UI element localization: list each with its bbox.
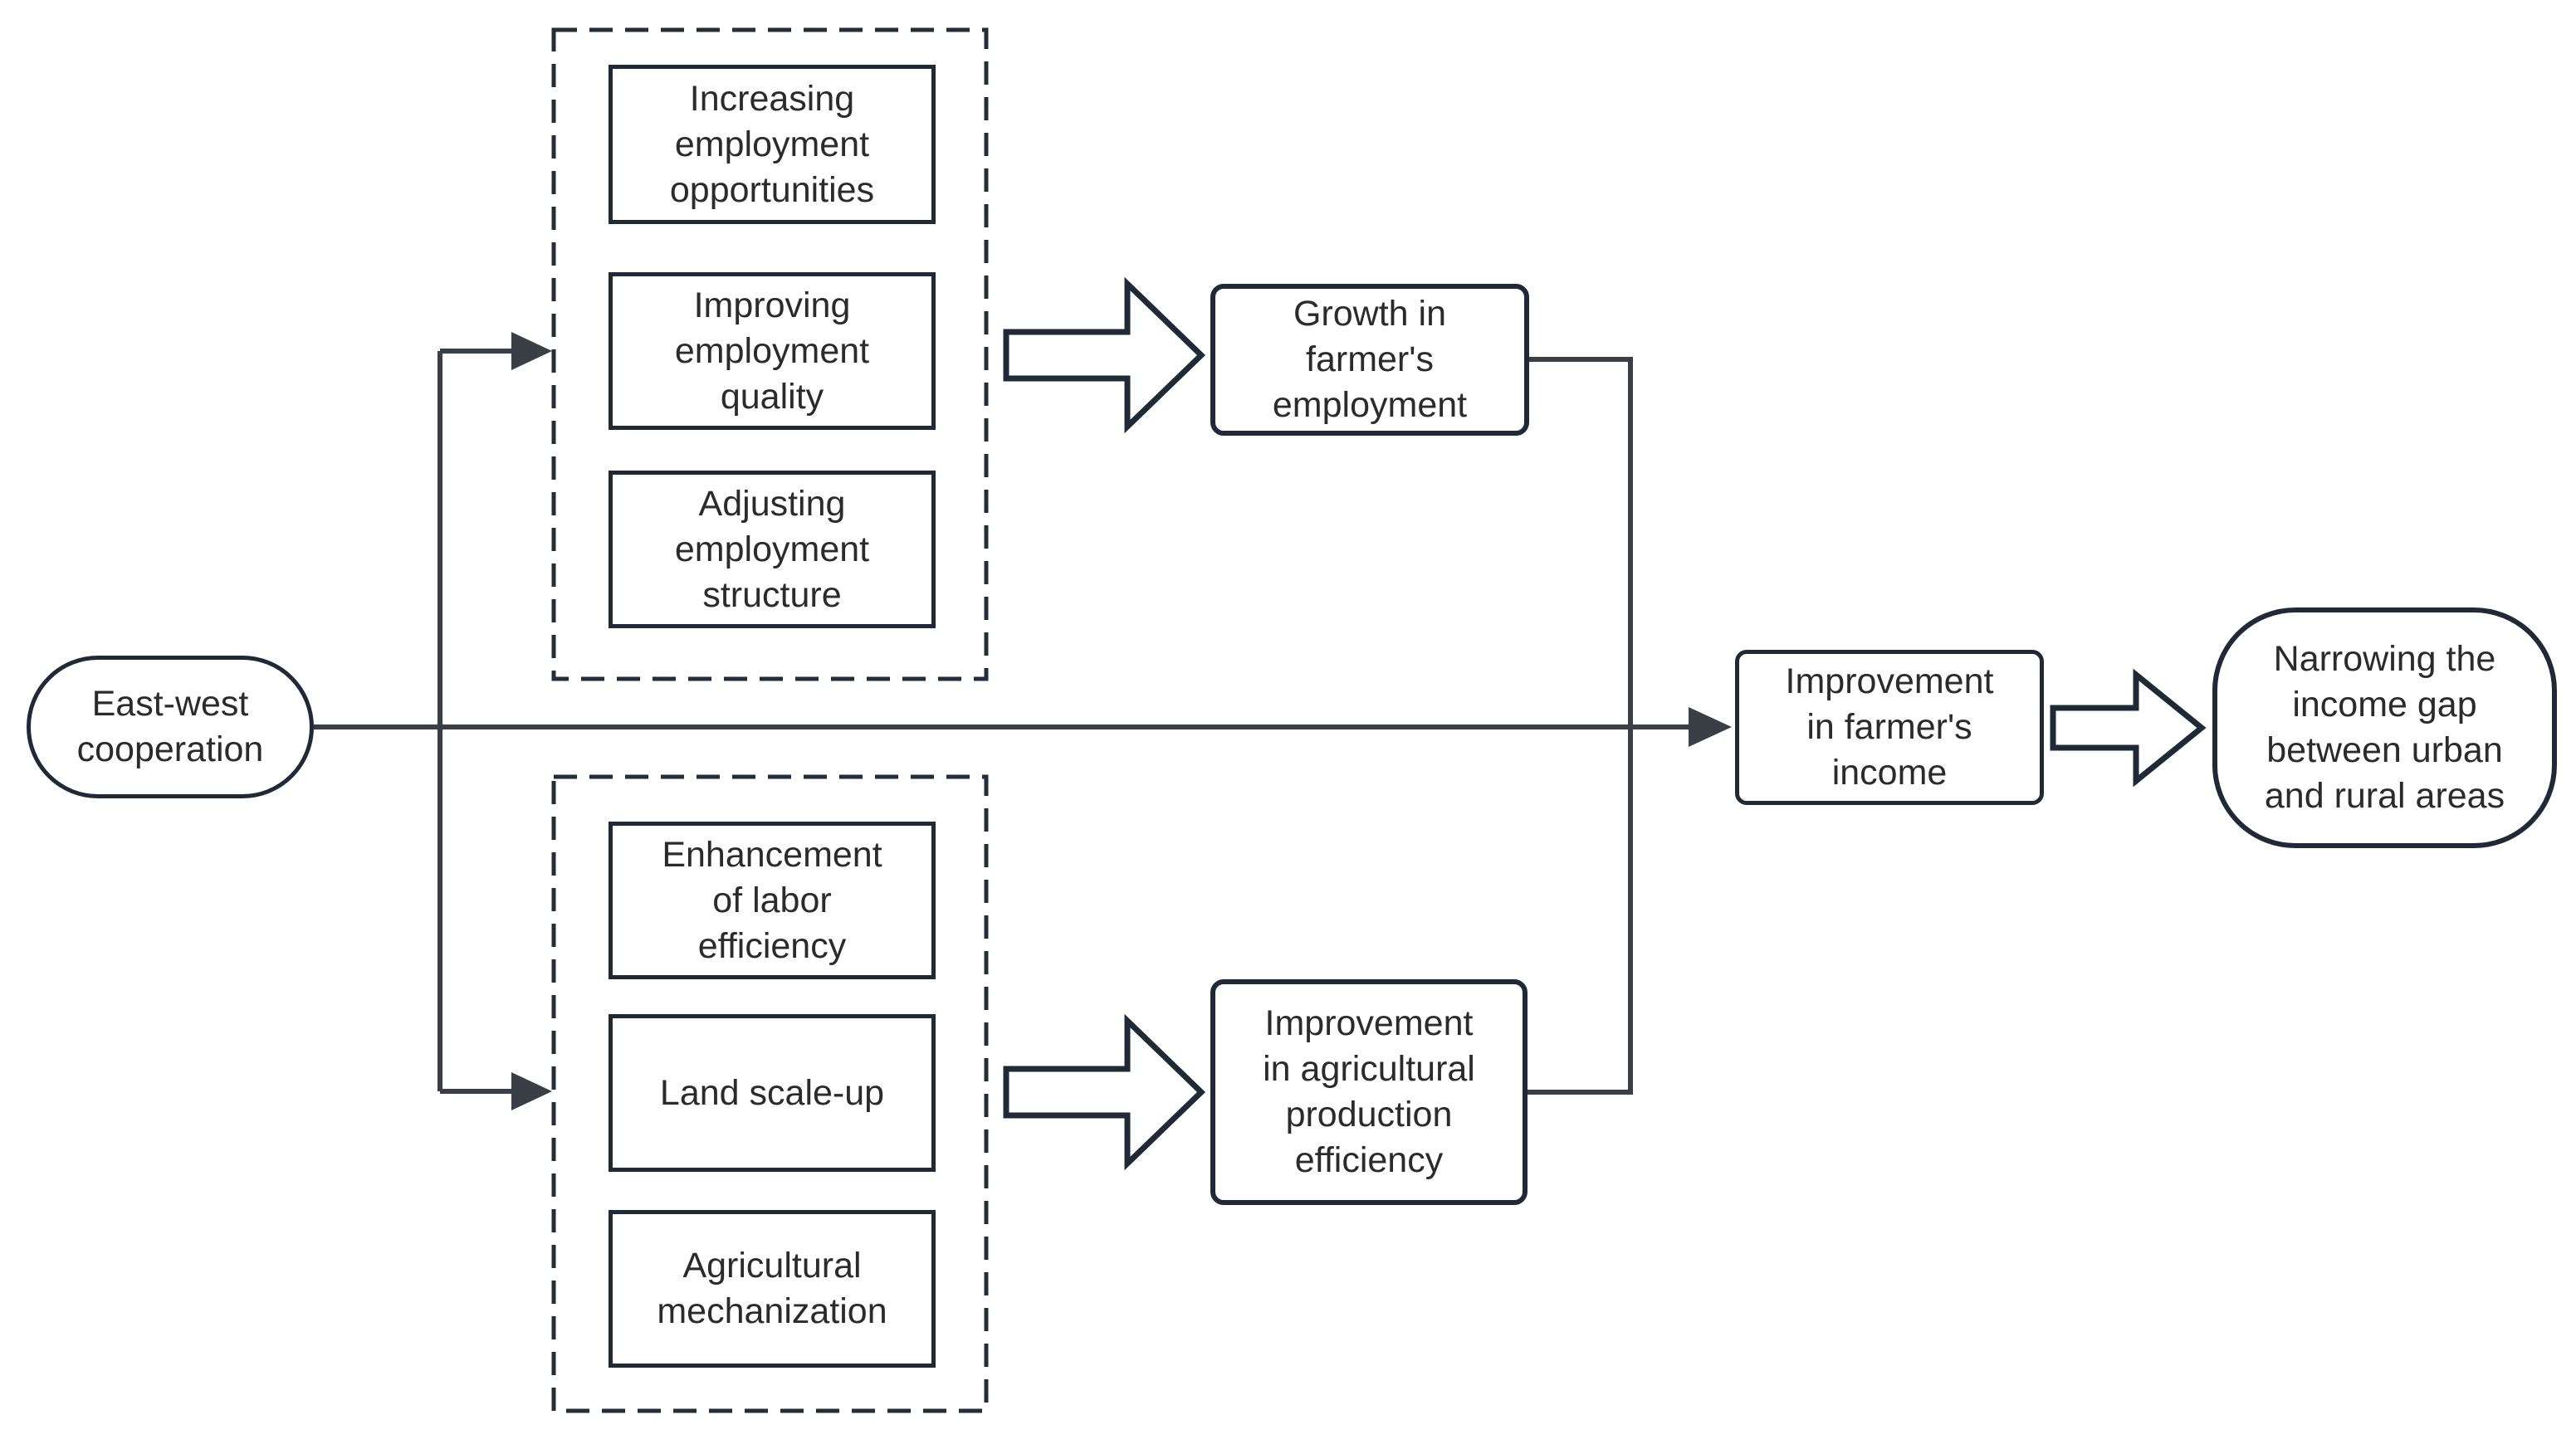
node-increasing-employment-opportunities: Increasing employment opportunities [609, 65, 936, 224]
block-arrow-agriculture-icon [1003, 1013, 1206, 1171]
agriculture-group-dashed-border [551, 774, 989, 1413]
node-narrowing-income-gap: Narrowing the income gap between urban a… [2212, 607, 2557, 848]
node-east-west-cooperation: East-west cooperation [27, 656, 314, 798]
merge-connector-line [1528, 357, 1633, 1095]
node-agricultural-mechanization: Agricultural mechanization [609, 1210, 936, 1368]
node-adjusting-employment-structure: Adjusting employment structure [609, 471, 936, 628]
block-arrow-employment-icon [1003, 276, 1206, 434]
node-land-scale-up: Land scale-up [609, 1014, 936, 1172]
node-improvement-agricultural-production-efficiency: Improvement in agricultural production e… [1210, 979, 1528, 1205]
branch-top-arrowhead-icon [511, 332, 552, 370]
branch-bottom-arrowhead-icon [511, 1072, 552, 1110]
branch-connector-line [437, 349, 513, 1094]
node-improving-employment-quality: Improving employment quality [609, 272, 936, 430]
block-arrow-final-icon [2050, 668, 2207, 788]
employment-group-dashed-border [551, 27, 989, 681]
node-improvement-in-farmers-income: Improvement in farmer's income [1735, 650, 2044, 805]
node-growth-in-farmers-employment: Growth in farmer's employment [1210, 284, 1529, 436]
node-enhancement-of-labor-efficiency: Enhancement of labor efficiency [609, 822, 936, 979]
main-connector-arrowhead-icon [1689, 707, 1732, 747]
